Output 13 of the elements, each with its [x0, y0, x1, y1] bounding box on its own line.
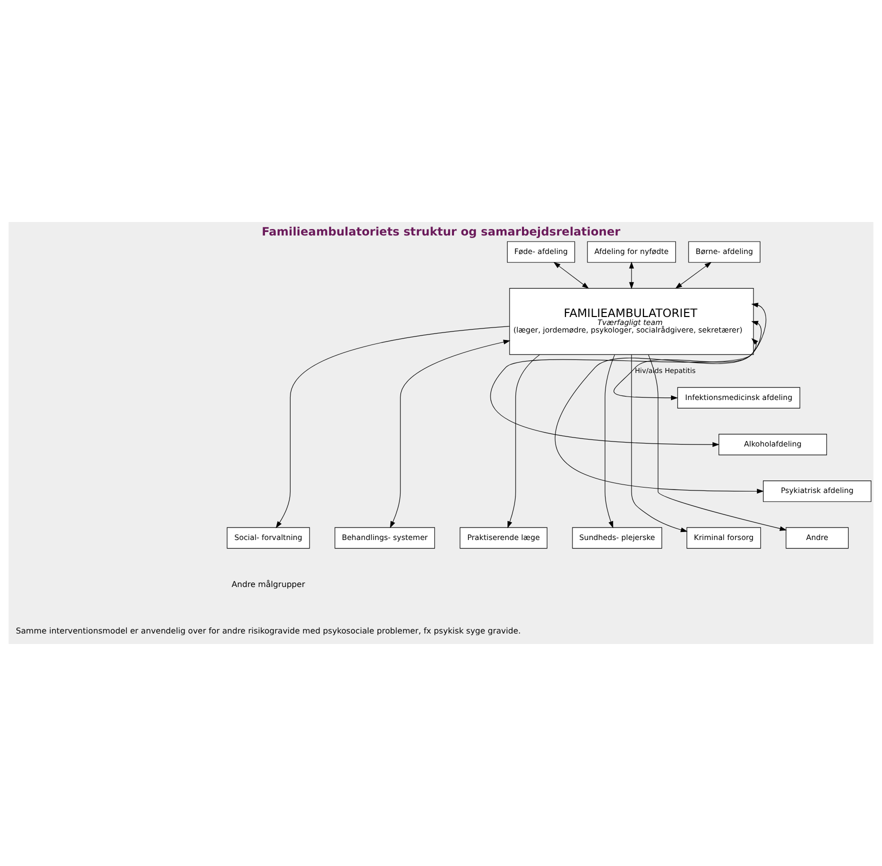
arrow — [604, 354, 615, 528]
arrow — [675, 262, 712, 289]
arrow — [614, 302, 766, 400]
arrow — [648, 354, 787, 531]
arrow — [631, 354, 688, 532]
diagram-title: Familieambulatoriets struktur og samarbejdsrelationer — [262, 224, 620, 238]
arrow — [390, 340, 510, 528]
arrow — [490, 320, 762, 447]
arrow — [554, 262, 589, 289]
arrow — [629, 262, 634, 290]
arrow — [276, 326, 510, 528]
arrow — [507, 354, 540, 528]
arrow — [554, 338, 764, 494]
